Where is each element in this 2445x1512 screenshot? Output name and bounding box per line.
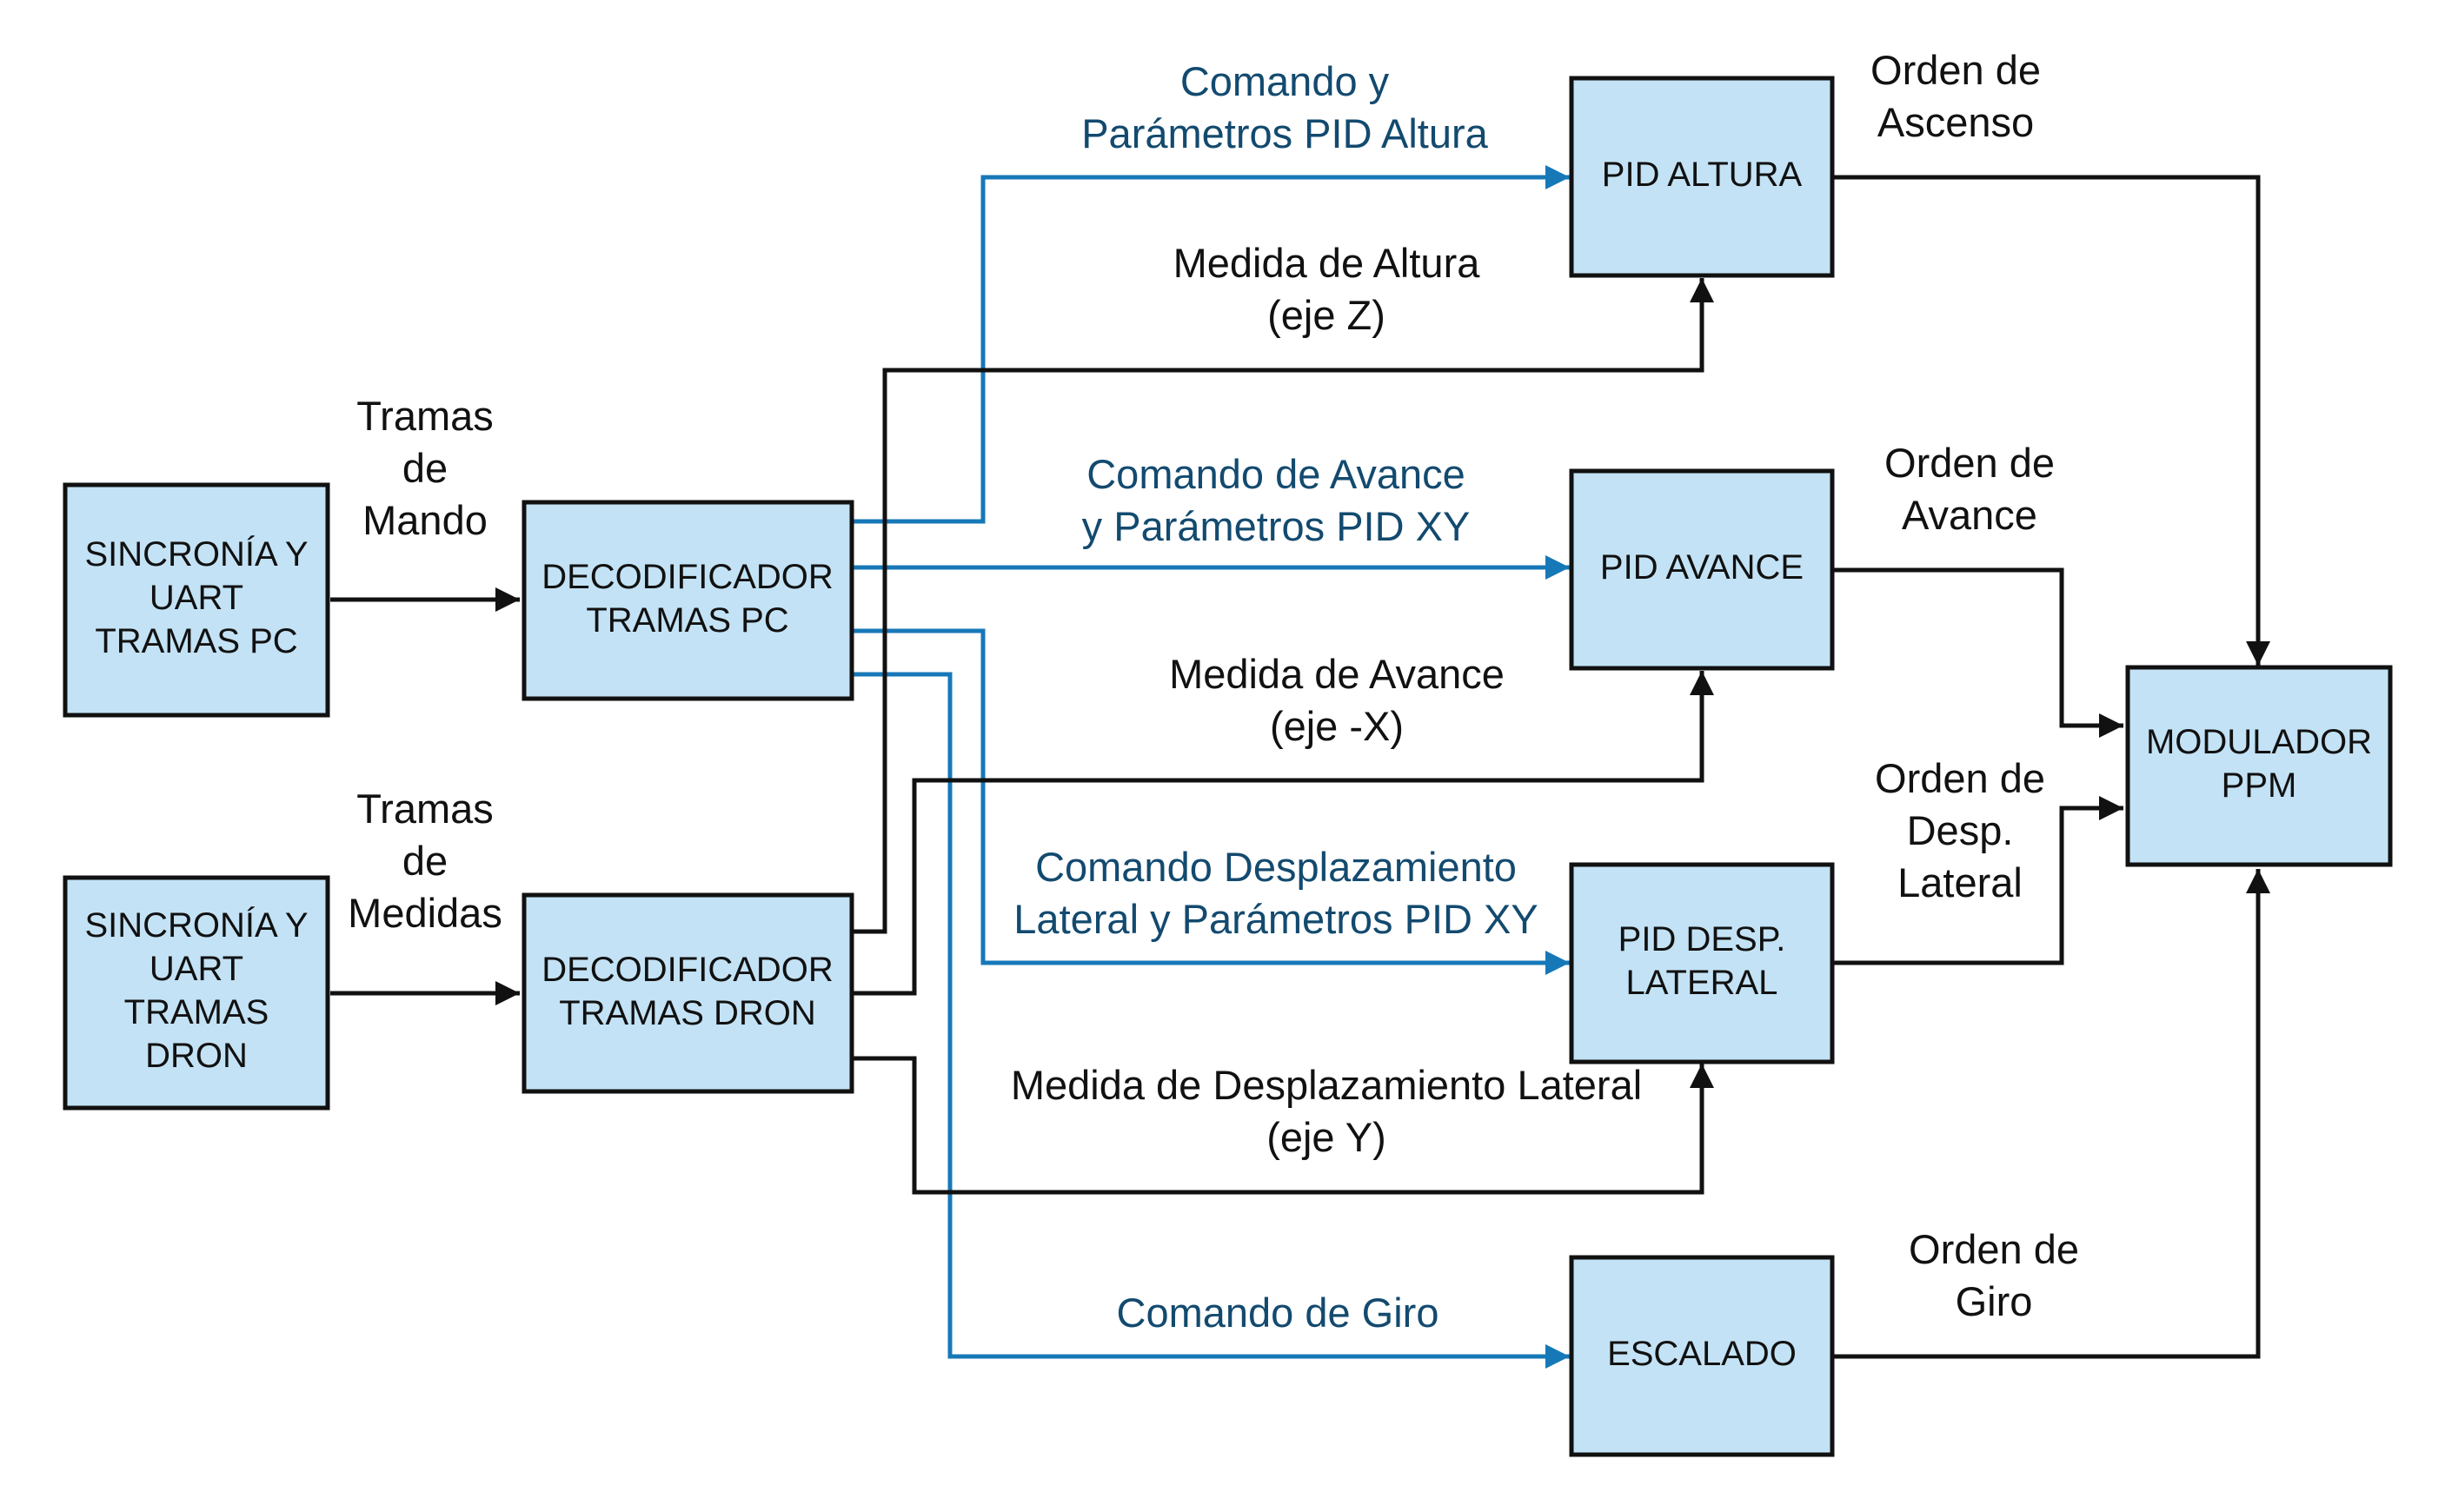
block-label: MODULADOR PPM — [2146, 723, 2372, 805]
text-line: Orden de — [1909, 1226, 2079, 1272]
text-line: de — [402, 838, 448, 884]
connections — [330, 165, 2270, 1369]
block-pid-lateral: PID DESP. LATERAL — [1569, 862, 1835, 1064]
label-cmd-avance: Comando de Avance y Parámetros PID XY — [1082, 451, 1471, 549]
wire-med-altura — [853, 278, 1714, 934]
label-med-altura: Medida de Altura (eje Z) — [1173, 240, 1481, 338]
label-orden-giro: Orden de Giro — [1909, 1226, 2079, 1324]
text-line: UART — [149, 579, 243, 617]
block-label: PID ALTURA — [1602, 156, 1803, 194]
wire-cmd-giro — [853, 672, 1570, 1369]
block-pid-avance: PID AVANCE — [1569, 468, 1835, 671]
text-line: Desp. — [1907, 807, 2014, 853]
text-line: Orden de — [1875, 755, 2045, 801]
wire-cmd-altura — [853, 165, 1570, 524]
text-line: Lateral — [1897, 859, 2023, 905]
text-line: SINCRONÍA Y — [84, 905, 308, 945]
wire-orden-lateral — [1832, 796, 2123, 965]
text-line: (eje -X) — [1270, 703, 1404, 749]
block-pid-altura: PID ALTURA — [1569, 76, 1835, 278]
block-label: PID DESP. LATERAL — [1618, 920, 1786, 1002]
text-line: TRAMAS PC — [95, 622, 297, 660]
block-decoder-dron: DECODIFICADOR TRAMAS DRON — [522, 892, 854, 1094]
text-line: SINCRONÍA Y — [84, 534, 308, 574]
block-escalado: ESCALADO — [1569, 1255, 1835, 1457]
text-line: UART — [149, 950, 243, 988]
label-cmd-altura: Comando y Parámetros PID Altura — [1081, 58, 1488, 156]
text-line: Medidas — [348, 890, 502, 936]
text-line: DECODIFICADOR — [541, 951, 834, 989]
block-label: DECODIFICADOR TRAMAS DRON — [541, 951, 834, 1032]
text-line: Ascenso — [1877, 99, 2034, 145]
wire-orden-giro — [1832, 869, 2270, 1359]
text-line: Lateral y Parámetros PID XY — [1013, 896, 1538, 942]
text-line: Giro — [1956, 1278, 2033, 1324]
block-sync-pc: SINCRONÍA Y UART TRAMAS PC — [63, 482, 330, 718]
text-line: PID ALTURA — [1602, 156, 1803, 194]
label-cmd-giro: Comando de Giro — [1117, 1290, 1439, 1336]
text-line: LATERAL — [1626, 964, 1778, 1002]
text-line: TRAMAS PC — [586, 601, 788, 640]
block-label: DECODIFICADOR TRAMAS PC — [541, 558, 834, 640]
block-label: PID AVANCE — [1600, 548, 1804, 587]
text-line: Medida de Desplazamiento Lateral — [1011, 1062, 1642, 1108]
text-line: MODULADOR — [2146, 723, 2372, 761]
wire-orden-ascenso — [1832, 175, 2270, 666]
text-line: Medida de Avance — [1169, 651, 1505, 697]
text-line: Comando de Giro — [1117, 1290, 1439, 1336]
text-line: y Parámetros PID XY — [1082, 503, 1471, 549]
block-modulador-ppm: MODULADOR PPM — [2125, 665, 2393, 867]
text-line: Comando de Avance — [1086, 451, 1465, 497]
text-line: DRON — [145, 1037, 248, 1075]
block-label: ESCALADO — [1607, 1335, 1797, 1373]
text-line: PID AVANCE — [1600, 548, 1804, 587]
wire-orden-avance — [1832, 567, 2123, 738]
text-line: Tramas — [356, 393, 494, 439]
text-line: Comando Desplazamiento — [1035, 844, 1517, 890]
block-label: SINCRONÍA Y UART TRAMAS PC — [84, 534, 308, 660]
block-sync-dron: SINCRONÍA Y UART TRAMAS DRON — [63, 875, 330, 1111]
wire-med-lateral — [853, 1056, 1714, 1195]
block-decoder-pc: DECODIFICADOR TRAMAS PC — [522, 500, 854, 701]
text-line: ESCALADO — [1607, 1335, 1797, 1373]
wire-med-avance — [853, 671, 1714, 996]
label-orden-ascenso: Orden de Ascenso — [1870, 47, 2041, 145]
text-line: Orden de — [1870, 47, 2041, 93]
text-line: de — [402, 445, 448, 491]
text-line: Avance — [1902, 492, 2037, 538]
wire-cmd-lateral — [853, 628, 1570, 975]
text-line: PPM — [2222, 766, 2297, 805]
text-line: Comando y — [1180, 58, 1390, 104]
text-line: TRAMAS — [124, 993, 269, 1031]
text-line: Medida de Altura — [1173, 240, 1481, 286]
text-line: (eje Z) — [1267, 292, 1385, 338]
text-line: Mando — [362, 497, 488, 543]
text-line: TRAMAS DRON — [559, 994, 816, 1032]
label-med-avance: Medida de Avance (eje -X) — [1169, 651, 1505, 749]
text-line: Orden de — [1884, 440, 2055, 486]
label-med-lateral: Medida de Desplazamiento Lateral (eje Y) — [1011, 1062, 1642, 1160]
block-label: SINCRONÍA Y UART TRAMAS DRON — [84, 905, 308, 1075]
label-orden-lateral: Orden de Desp. Lateral — [1875, 755, 2045, 905]
text-line: DECODIFICADOR — [541, 558, 834, 596]
text-line: Tramas — [356, 786, 494, 832]
text-line: Parámetros PID Altura — [1081, 110, 1488, 156]
label-orden-avance: Orden de Avance — [1884, 440, 2055, 538]
text-line: (eje Y) — [1266, 1114, 1386, 1160]
text-line: PID DESP. — [1618, 920, 1786, 958]
